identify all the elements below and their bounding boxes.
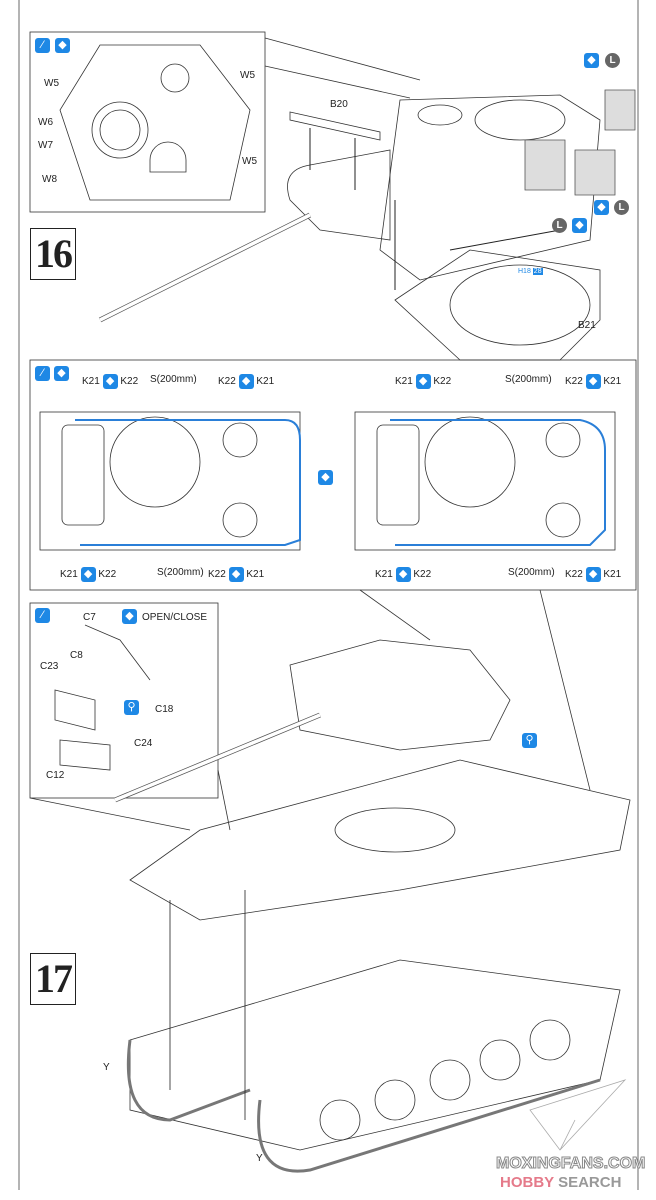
hull-plan-left [39,411,301,551]
lower-hull-tracks [126,890,621,1173]
inset-parts [54,624,151,771]
hinge-movable-icon: ⚲ [124,700,139,715]
step-number-17: 17 [30,953,76,1005]
both-sides-icon: ◆ [584,53,599,68]
both-sides-icon: ◆ [572,218,587,233]
turret-top-detail [59,44,251,201]
label-y: Y [256,1153,263,1164]
label-c8: C8 [70,650,83,661]
label-s-200mm: S(200mm) [508,567,555,578]
label-w7: W7 [38,140,53,151]
cement-icon: ⁄ [35,38,50,53]
label-k22-k21: K22 ◆ K21 [208,567,265,582]
label-k21-k22: K21 ◆ K22 [395,374,452,389]
track-ref: H18 28 [518,268,543,275]
both-sides-icon: ◆ [54,366,69,381]
hull-upper [129,759,631,921]
step-number-16: 16 [30,228,76,280]
label-b21: B21 [578,320,596,331]
l-icon: L [605,53,620,68]
label-w5: W5 [240,70,255,81]
label-s-200mm: S(200mm) [150,374,197,385]
label-k22-k21: K22 ◆ K21 [565,374,622,389]
liquid-glue-icon: ◆ [55,38,70,53]
part-b20 [289,111,381,141]
cement-icon: ⁄ [35,608,50,623]
leader-line [264,37,421,81]
both-sides-icon: ◆ [594,200,609,215]
step16-inset-box [29,31,266,213]
label-w6: W6 [38,117,53,128]
cable-right [390,419,606,546]
paper-plane-logo [529,1079,627,1151]
both-sides-icon: ◆ [122,609,137,624]
watermark-hobby-search: HOBBY SEARCH [500,1174,622,1191]
label-y: Y [103,1062,110,1073]
label-c12: C12 [46,770,65,781]
hull-plan-right [354,411,616,551]
watermark-text: MOXINGFANS.COM [495,1155,646,1173]
page-frame [18,0,639,1190]
step17-routing-box [29,359,637,591]
l-icon: L [614,200,629,215]
label-c24: C24 [134,738,153,749]
turret-assembly [98,89,636,361]
label-k22-k21: K22 ◆ K21 [218,374,275,389]
label-w8: W8 [42,174,57,185]
label-w5: W5 [44,78,59,89]
hinge-movable-icon: ⚲ [522,733,537,748]
label-c18: C18 [155,704,174,715]
part-b21 [394,249,601,361]
both-sides-icon: ◆ [102,374,118,389]
label-open-close: OPEN/CLOSE [142,612,208,623]
label-w5: W5 [242,156,257,167]
label-b20: B20 [330,99,348,110]
label-k21-k22: K21 ◆ K22 [375,567,432,582]
both-sides-icon: ◆ [318,470,333,485]
label-c7: C7 [83,612,96,623]
label-s-200mm: S(200mm) [505,374,552,385]
label-k22-k21: K22 ◆ K21 [565,567,622,582]
label-k21: K21 ◆ K22 [82,374,139,389]
l-icon: L [552,218,567,233]
label-s-200mm: S(200mm) [157,567,204,578]
label-c23: C23 [40,661,59,672]
cable-left [75,419,301,546]
label-k21-k22: K21 ◆ K22 [60,567,117,582]
cement-icon: ⁄ [35,366,50,381]
turret-assembled [114,639,511,803]
